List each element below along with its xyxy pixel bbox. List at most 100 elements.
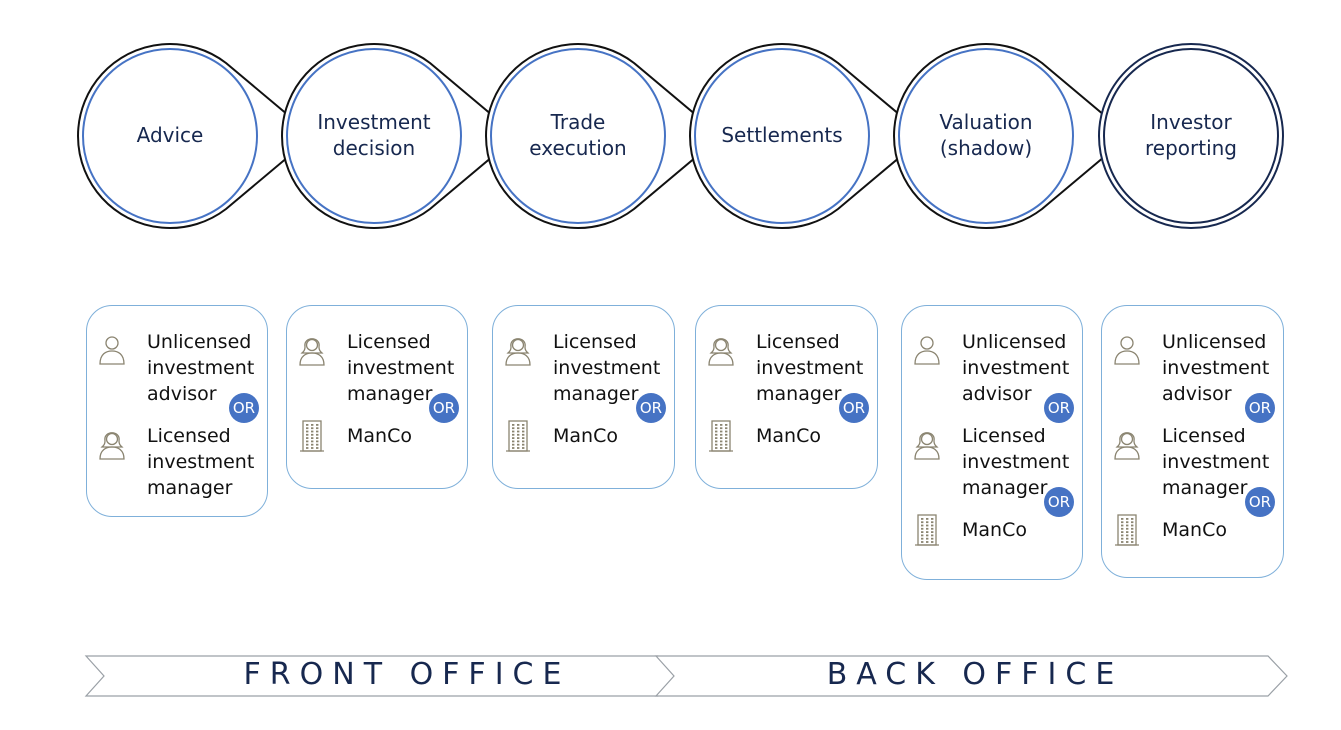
building-icon [706, 419, 736, 453]
role-label-line: ManCo [756, 425, 821, 447]
building-icon [297, 419, 327, 453]
woman-icon [1112, 427, 1142, 461]
or-badge: OR [229, 393, 259, 423]
step-circle [77, 43, 315, 229]
role-label-line: ManCo [1162, 519, 1227, 541]
role-label: ManCo [1162, 517, 1227, 543]
step-label-line: Advice [136, 123, 204, 147]
woman-icon [503, 333, 533, 367]
step-inner-ring [898, 48, 1074, 224]
role-label: Licensed investment manager [553, 329, 660, 407]
step-circle [485, 43, 723, 229]
role-label-line: investment [756, 357, 864, 379]
role-label-line: investment [147, 451, 255, 473]
role-entry: Unlicensed investment advisor [912, 329, 1074, 407]
role-label: Licensed investment manager [347, 329, 454, 407]
step-label-line: Settlements [721, 123, 843, 147]
step-arrow-outline [893, 43, 1131, 229]
role-entry: ManCo [706, 420, 869, 452]
person-icon [912, 333, 942, 367]
role-label-line: advisor [962, 383, 1032, 405]
role-label-line: investment [962, 357, 1070, 379]
role-label-line: manager [347, 383, 433, 405]
or-badge: OR [429, 393, 459, 423]
step-arrow-outline [485, 43, 723, 229]
step-label-line: Valuation [939, 110, 1033, 134]
step-circle [281, 43, 519, 229]
role-label: Unlicensed investment advisor [962, 329, 1069, 407]
role-label-line: Licensed [347, 331, 431, 353]
role-label-line: Unlicensed [962, 331, 1067, 353]
back-office-band [654, 655, 1288, 697]
role-entry: ManCo [297, 420, 459, 452]
role-entry: ManCo [503, 420, 666, 452]
role-entry: Licensed investment manager [297, 329, 459, 407]
role-label: ManCo [347, 423, 412, 449]
person-icon [1112, 333, 1142, 367]
role-label-line: investment [147, 357, 255, 379]
woman-icon [97, 427, 127, 461]
role-label-line: investment [553, 357, 661, 379]
or-badge: OR [636, 393, 666, 423]
step-inner-ring [694, 48, 870, 224]
role-label-line: ManCo [962, 519, 1027, 541]
step-label-line: (shadow) [939, 136, 1033, 160]
or-badge: OR [1044, 487, 1074, 517]
role-label-line: investment [962, 451, 1070, 473]
person-icon [97, 333, 127, 367]
step-circle [689, 43, 927, 229]
role-label-line: manager [147, 477, 233, 499]
or-badge: OR [839, 393, 869, 423]
role-label-line: manager [553, 383, 639, 405]
step-inner-ring [1103, 48, 1279, 224]
role-entry: ManCo [912, 514, 1074, 546]
role-entry: Licensed investment manager [97, 423, 259, 501]
role-entry: ManCo [1112, 514, 1275, 546]
or-badge: OR [1044, 393, 1074, 423]
role-label-line: investment [347, 357, 455, 379]
role-label-line: investment [1162, 357, 1270, 379]
role-label-line: manager [1162, 477, 1248, 499]
role-label: ManCo [962, 517, 1027, 543]
role-label-line: Licensed [147, 425, 231, 447]
role-label-line: ManCo [347, 425, 412, 447]
role-label-line: Licensed [553, 331, 637, 353]
or-badge: OR [1245, 487, 1275, 517]
woman-icon [297, 333, 327, 367]
building-icon [1112, 513, 1142, 547]
building-icon [503, 419, 533, 453]
step-label-line: reporting [1144, 136, 1237, 160]
role-label-line: manager [962, 477, 1048, 499]
role-label-line: Licensed [1162, 425, 1246, 447]
role-label: Licensed investment manager [147, 423, 254, 501]
step-circle [1098, 43, 1284, 229]
role-label-line: Unlicensed [1162, 331, 1267, 353]
step-arrow-outline [689, 43, 927, 229]
step-label: Advice [75, 122, 265, 148]
step-arrow-outline [77, 43, 315, 229]
woman-icon [706, 333, 736, 367]
role-entry: Licensed investment manager [503, 329, 666, 407]
building-icon [912, 513, 942, 547]
step-inner-ring [82, 48, 258, 224]
step-circle [893, 43, 1131, 229]
step-label-line: decision [332, 136, 416, 160]
step-label-line: Trade [550, 110, 606, 134]
